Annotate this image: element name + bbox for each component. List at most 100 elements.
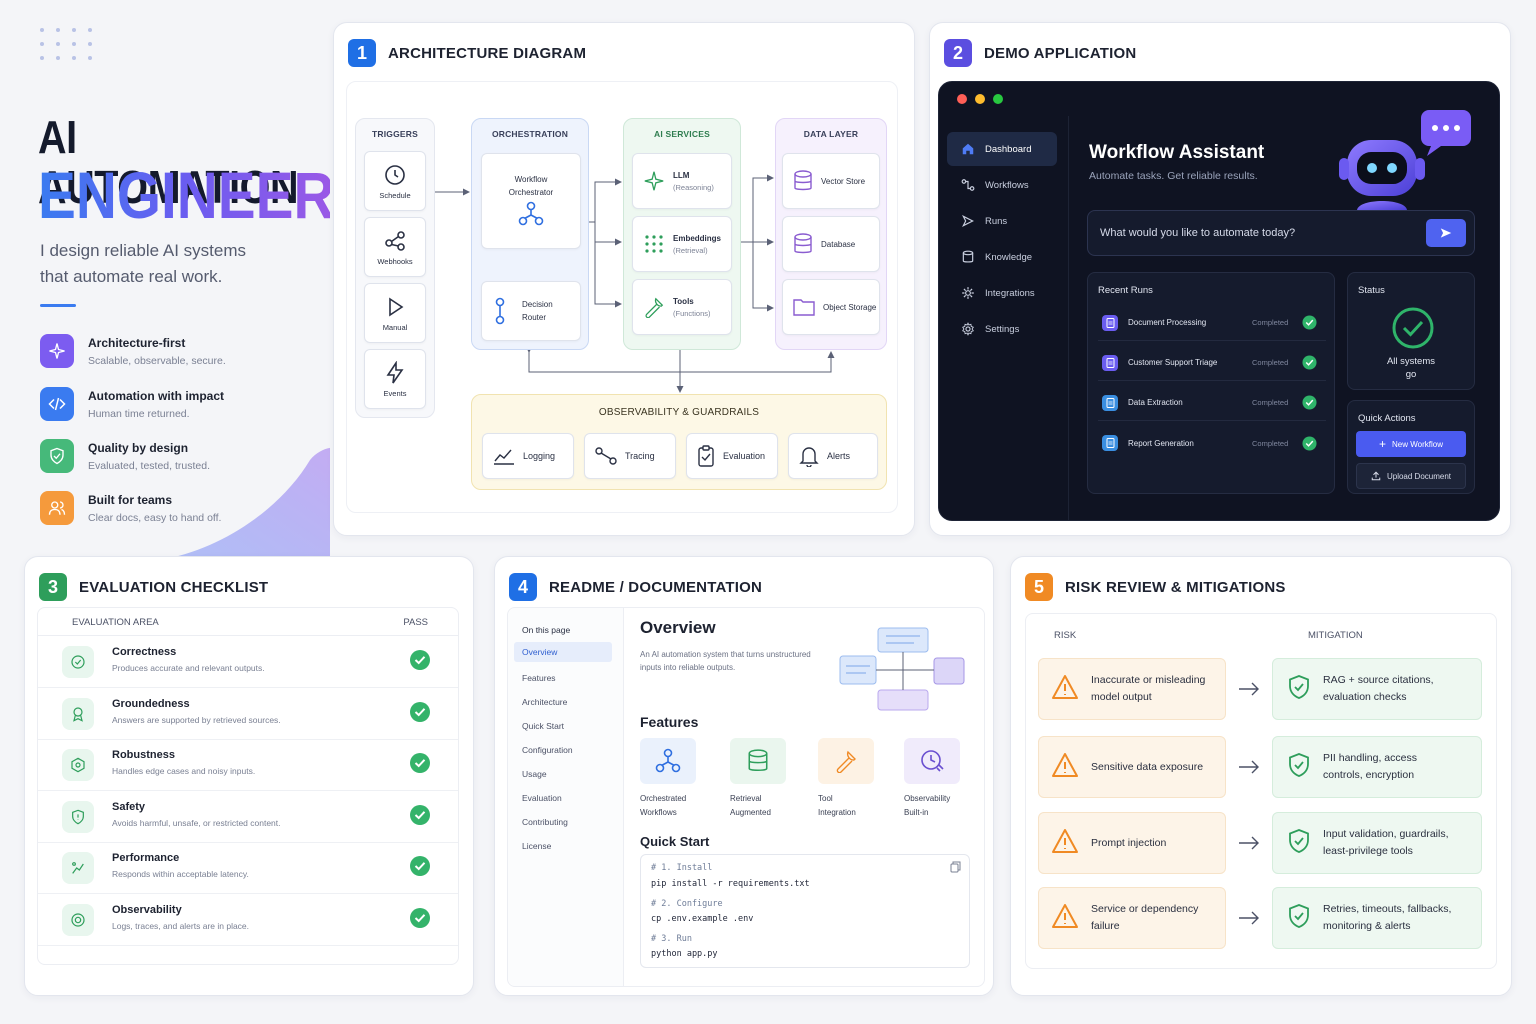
nav-settings[interactable]: Settings xyxy=(947,312,1057,346)
feature-line: Observability xyxy=(904,794,951,803)
risk-line: model output xyxy=(1091,691,1152,703)
evaluation-area-title: Groundedness xyxy=(112,697,190,710)
toc-item[interactable]: Quick Start xyxy=(522,721,565,731)
nav-knowledge[interactable]: Knowledge xyxy=(947,240,1057,274)
prompt-input[interactable] xyxy=(1100,223,1420,243)
ai-service-tools[interactable]: Tools(Functions) xyxy=(632,279,732,335)
send-button[interactable] xyxy=(1426,219,1466,247)
quickstart-title: Quick Start xyxy=(640,834,710,849)
document-icon xyxy=(1102,354,1118,371)
team-icon xyxy=(40,491,74,525)
data-layer-column: DATA LAYER Vector Store Database Object … xyxy=(775,118,887,350)
trigger-schedule[interactable]: Schedule xyxy=(364,151,426,211)
knowledge-icon xyxy=(961,250,975,264)
evaluation-area-title: Correctness xyxy=(112,646,177,658)
toc-item[interactable]: Contributing xyxy=(522,817,568,827)
feature-title: Quality by design xyxy=(88,441,189,455)
quick-actions-panel: Quick Actions + New Workflow Upload Docu… xyxy=(1347,400,1475,494)
card-header: 5 RISK REVIEW & MITIGATIONS xyxy=(1025,573,1286,601)
data-vector-store[interactable]: Vector Store xyxy=(782,153,880,209)
mitigation-line: least-privilege tools xyxy=(1323,845,1413,857)
plus-icon: + xyxy=(1379,437,1387,451)
card-header: 4 README / DOCUMENTATION xyxy=(509,573,762,601)
trigger-webhooks[interactable]: Webhooks xyxy=(364,217,426,277)
column-header: EVALUATION AREA xyxy=(72,617,159,628)
toc-item[interactable]: Usage xyxy=(522,769,547,779)
risk-line: Inaccurate or misleading xyxy=(1091,674,1206,686)
mitigation-line: Input validation, guardrails, xyxy=(1323,828,1449,840)
accent-bar xyxy=(40,304,76,307)
data-object-storage[interactable]: Object Storage xyxy=(782,279,880,335)
obs-evaluation[interactable]: Evaluation xyxy=(686,433,778,479)
nav-runs[interactable]: Runs xyxy=(947,204,1057,238)
code-comment: # 3. Run xyxy=(651,934,692,944)
workflow-orchestrator[interactable]: Workflow Orchestrator xyxy=(481,153,581,249)
robust-icon xyxy=(62,749,94,781)
code-block: # 1. Install pip install -r requirements… xyxy=(640,854,970,968)
clock-chart-icon xyxy=(904,738,960,784)
ai-service-llm[interactable]: LLM(Reasoning) xyxy=(632,153,732,209)
section-number: 5 xyxy=(1025,573,1053,601)
pass-check-icon xyxy=(410,856,430,881)
column-header: PASS xyxy=(403,617,428,628)
nav-label: Integrations xyxy=(985,287,1035,299)
nav-dashboard[interactable]: Dashboard xyxy=(947,132,1057,166)
feature-subtitle: Scalable, observable, secure. xyxy=(88,355,226,367)
obs-alerts[interactable]: Alerts xyxy=(788,433,878,479)
data-database[interactable]: Database xyxy=(782,216,880,272)
nav-label: Workflows xyxy=(985,179,1029,191)
features-title: Features xyxy=(640,714,699,730)
decision-router[interactable]: Decision Router xyxy=(481,281,581,341)
hero-tagline: I design reliable AI systems that automa… xyxy=(40,238,300,290)
mitigation-line: PII handling, access xyxy=(1323,752,1417,764)
box-label: Orchestrator xyxy=(508,188,554,197)
box-label: LLM xyxy=(673,170,690,180)
toc-item[interactable]: Configuration xyxy=(522,745,573,755)
new-workflow-button[interactable]: + New Workflow xyxy=(1356,431,1466,457)
mitigation-item: Retries, timeouts, fallbacks,monitoring … xyxy=(1272,887,1482,949)
run-row[interactable]: Report Generation Completed xyxy=(1098,425,1326,461)
toc-item[interactable]: Architecture xyxy=(522,697,568,707)
box-label: Router xyxy=(522,313,547,322)
run-row[interactable]: Customer Support Triage Completed xyxy=(1098,345,1326,381)
box-sublabel: (Retrieval) xyxy=(673,245,708,255)
architecture-card: 1 ARCHITECTURE DIAGRAM TRIGGERS xyxy=(333,22,915,536)
nav-label: Knowledge xyxy=(985,251,1033,263)
window-close-button[interactable] xyxy=(957,94,967,104)
feature-line: Tool xyxy=(818,794,833,803)
target-check-icon xyxy=(62,646,94,678)
trigger-events[interactable]: Events xyxy=(364,349,426,409)
puzzle-icon xyxy=(961,286,975,300)
window-maximize-button[interactable] xyxy=(993,94,1003,104)
prompt-box xyxy=(1087,210,1475,256)
nav-integrations[interactable]: Integrations xyxy=(947,276,1057,310)
network-icon xyxy=(517,201,545,227)
warning-icon xyxy=(1051,752,1079,783)
ai-service-embeddings[interactable]: Embeddings(Retrieval) xyxy=(632,216,732,272)
document-icon xyxy=(1102,394,1118,411)
toc-item[interactable]: Evaluation xyxy=(522,793,562,803)
obs-logging[interactable]: Logging xyxy=(482,433,574,479)
copy-icon[interactable] xyxy=(950,861,961,873)
nav-workflows[interactable]: Workflows xyxy=(947,168,1057,202)
mitigation-text: RAG + source citations,evaluation checks xyxy=(1323,672,1473,706)
run-row[interactable]: Document Processing Completed xyxy=(1098,305,1326,341)
run-row[interactable]: Data Extraction Completed xyxy=(1098,385,1326,421)
warning-icon xyxy=(1051,674,1079,705)
button-label: Upload Document xyxy=(1386,471,1452,481)
toc-item[interactable]: Features xyxy=(522,673,556,683)
box-label: Logging xyxy=(523,451,556,461)
trigger-manual[interactable]: Manual xyxy=(364,283,426,343)
send-icon xyxy=(1439,226,1453,240)
upload-document-button[interactable]: Upload Document xyxy=(1356,463,1466,489)
obs-tracing[interactable]: Tracing xyxy=(584,433,676,479)
toc-item[interactable]: Overview xyxy=(514,642,612,662)
box-label: Object Storage xyxy=(823,302,877,312)
hero-title-accent: ENGINEER xyxy=(38,160,330,230)
play-icon xyxy=(383,295,407,319)
window-minimize-button[interactable] xyxy=(975,94,985,104)
toc-item[interactable]: License xyxy=(522,841,552,851)
